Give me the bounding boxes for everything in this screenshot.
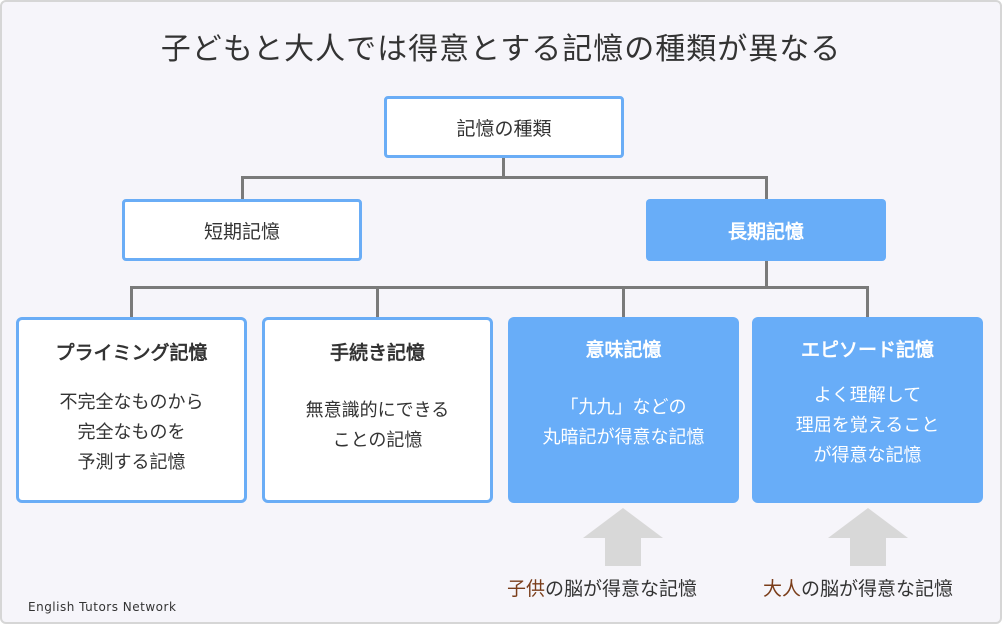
branch-node-label: 長期記憶 xyxy=(727,220,804,243)
connector-branch-horizontal xyxy=(241,176,768,179)
branch-node-long-term: 長期記憶 xyxy=(646,199,886,261)
leaf-card-line: 不完全なものから xyxy=(59,392,204,413)
footer-credit: English Tutors Network xyxy=(28,600,177,614)
leaf-card-procedural: 手続き記憶 無意識的にできる ことの記憶 xyxy=(262,317,493,503)
leaf-card-line: 完全なものを xyxy=(77,422,186,443)
leaf-card-title: エピソード記憶 xyxy=(800,339,934,361)
leaf-card-line: ことの記憶 xyxy=(332,430,423,451)
branch-node-short-term: 短期記憶 xyxy=(122,199,362,261)
leaf-card-description: 無意識的にできる ことの記憶 xyxy=(265,396,490,456)
connector-short-term-drop xyxy=(241,176,244,200)
connector-leaf-horizontal xyxy=(130,286,869,289)
caption-highlight: 大人 xyxy=(763,578,802,600)
caption-adults: 大人の脳が得意な記憶 xyxy=(763,574,953,601)
branch-node-label: 短期記憶 xyxy=(203,220,280,243)
caption-children: 子供の脳が得意な記憶 xyxy=(507,574,697,601)
diagram-title: 子どもと大人では得意とする記憶の種類が異なる xyxy=(160,32,842,67)
leaf-card-title: 手続き記憶 xyxy=(329,342,425,364)
leaf-card-description: 「九九」などの 丸暗記が得意な記憶 xyxy=(508,393,739,453)
leaf-card-line: 「九九」などの xyxy=(560,397,687,418)
caption-text: の脳が得意な記憶 xyxy=(801,578,954,600)
leaf-card-line: 丸暗記が得意な記憶 xyxy=(542,427,705,448)
caption-text: の脳が得意な記憶 xyxy=(545,578,698,600)
connector-leaf-3-drop xyxy=(622,286,625,318)
connector-leaf-1-drop xyxy=(130,286,133,318)
leaf-card-line: 予測する記憶 xyxy=(77,452,186,473)
leaf-card-priming: プライミング記憶 不完全なものから 完全なものを 予測する記憶 xyxy=(16,317,247,503)
leaf-card-line: が得意な記憶 xyxy=(813,445,922,466)
leaf-card-episodic: エピソード記憶 よく理解して 理屈を覚えること が得意な記憶 xyxy=(752,317,983,503)
root-node-label: 記憶の種類 xyxy=(456,117,552,140)
connector-leaf-2-drop xyxy=(376,286,379,318)
leaf-card-title: プライミング記憶 xyxy=(55,342,208,364)
up-arrow-icon xyxy=(583,508,663,566)
leaf-card-line: よく理解して xyxy=(813,385,922,406)
root-node: 記憶の種類 xyxy=(384,96,624,158)
caption-highlight: 子供 xyxy=(507,578,546,600)
leaf-card-line: 理屈を覚えること xyxy=(795,415,940,436)
leaf-card-line: 無意識的にできる xyxy=(305,400,450,421)
leaf-card-title: 意味記憶 xyxy=(585,339,662,361)
up-arrow-icon xyxy=(828,508,908,566)
leaf-card-description: 不完全なものから 完全なものを 予測する記憶 xyxy=(19,388,244,478)
connector-long-term-drop xyxy=(765,176,768,200)
connector-long-term-down xyxy=(765,260,768,288)
leaf-card-description: よく理解して 理屈を覚えること が得意な記憶 xyxy=(752,381,983,471)
connector-root-down xyxy=(502,157,505,178)
connector-leaf-4-drop xyxy=(866,286,869,318)
leaf-card-semantic: 意味記憶 「九九」などの 丸暗記が得意な記憶 xyxy=(508,317,739,503)
